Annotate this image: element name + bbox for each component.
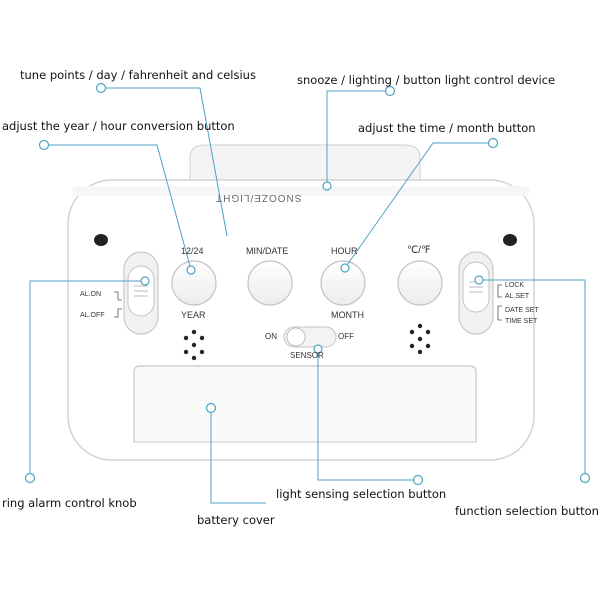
callout-adjust-time: adjust the time / month button: [358, 121, 536, 135]
button-12-24: [171, 260, 217, 306]
leader-lines: [29, 87, 586, 504]
left-hole: [94, 234, 108, 246]
label-hour: HOUR: [331, 246, 358, 256]
sensor-switch-knob: [286, 327, 306, 347]
label-lock: LOCK: [505, 282, 525, 289]
label-min-date: MIN/DATE: [246, 246, 289, 256]
callout-function-selection: function selection button: [455, 504, 599, 518]
battery-cover: [133, 365, 477, 443]
label-on: ON: [265, 332, 277, 341]
leader-dots: [24, 82, 591, 486]
button-temp: [397, 260, 443, 306]
callout-alarm-knob: ring alarm control knob: [2, 496, 137, 510]
label-off: OFF: [338, 332, 354, 341]
callout-tune-points: tune points / day / fahrenheit and celsi…: [20, 68, 256, 82]
callout-snooze: snooze / lighting / button light control…: [297, 73, 556, 87]
callout-light-sensing: light sensing selection button: [276, 487, 447, 501]
label-year: YEAR: [181, 310, 206, 320]
label-al-off: AL.OFF: [80, 312, 105, 319]
label-time-set: TIME SET: [505, 318, 538, 325]
snooze-light-label: SNOOZE/LIGHT: [215, 192, 302, 203]
button-min-date: [247, 260, 293, 306]
label-al-on: AL.ON: [80, 291, 102, 298]
right-speaker-holes: [409, 323, 431, 355]
label-date-set: DATE SET: [505, 307, 539, 314]
label-month: MONTH: [331, 310, 364, 320]
label-al-set: AL.SET: [505, 293, 530, 300]
label-temp: ℃/℉: [407, 245, 431, 256]
right-hole: [503, 234, 517, 246]
left-speaker-holes: [183, 329, 205, 361]
callout-adjust-year: adjust the year / hour conversion button: [2, 119, 235, 133]
button-hour: [320, 260, 366, 306]
label-12-24: 12/24: [181, 246, 204, 256]
label-sensor: SENSOR: [290, 351, 324, 360]
callout-battery-cover: battery cover: [197, 513, 275, 527]
